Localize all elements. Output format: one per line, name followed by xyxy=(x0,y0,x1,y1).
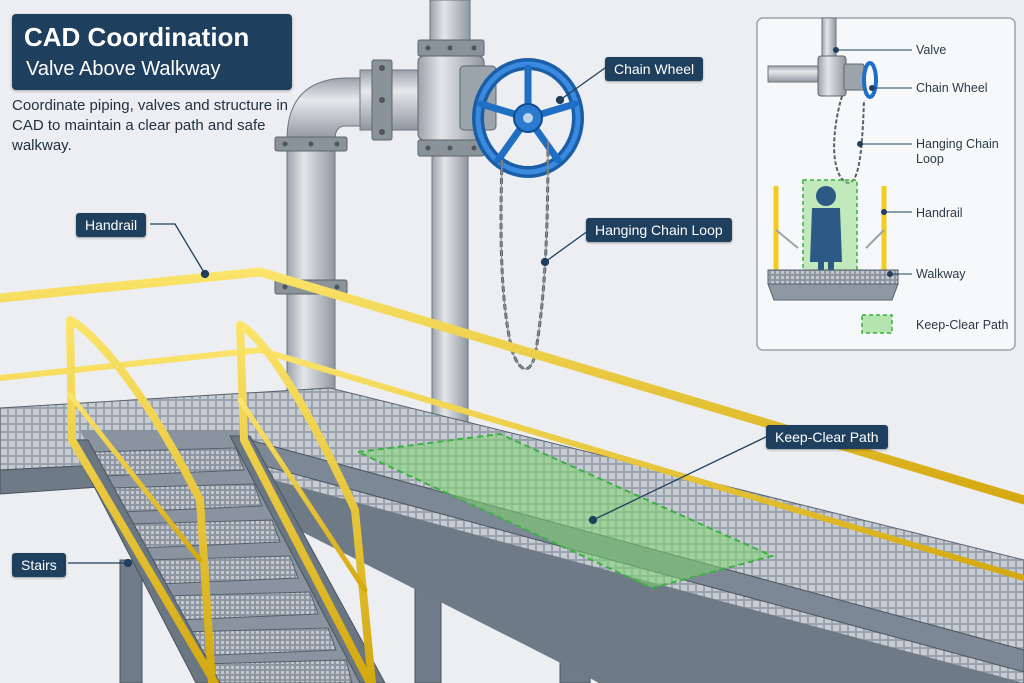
callout-chain-wheel: Chain Wheel xyxy=(605,57,704,81)
inset-label-valve: Valve xyxy=(916,43,947,57)
inset-label-walkway: Walkway xyxy=(916,267,966,281)
inset-label-hanging-chain-loop: Hanging Chain Loop xyxy=(916,137,999,166)
chain-wheel xyxy=(472,58,584,178)
title-box: CAD Coordination Valve Above Walkway xyxy=(12,14,292,90)
callout-handrail: Handrail xyxy=(76,213,147,237)
keep-clear-zone xyxy=(354,432,775,590)
page-title: CAD Coordination xyxy=(24,22,250,52)
pipe-assembly xyxy=(274,0,497,451)
inset-label-handrail: Handrail xyxy=(916,206,963,220)
inset-label-chain-wheel: Chain Wheel xyxy=(916,81,988,95)
callout-hanging-chain-loop: Hanging Chain Loop xyxy=(586,218,732,242)
inset-label-keep-clear-path: Keep-Clear Path xyxy=(916,318,1009,332)
hanging-chain xyxy=(499,139,550,371)
handrails xyxy=(0,267,1024,683)
leader-lines xyxy=(68,67,769,568)
intro-text: Coordinate piping, valves and structure … xyxy=(12,97,288,154)
callout-keep-clear-path: Keep-Clear Path xyxy=(766,425,888,449)
inset-panel xyxy=(756,17,1016,351)
page-subtitle: Valve Above Walkway xyxy=(26,58,221,80)
callout-stairs: Stairs xyxy=(12,553,66,577)
